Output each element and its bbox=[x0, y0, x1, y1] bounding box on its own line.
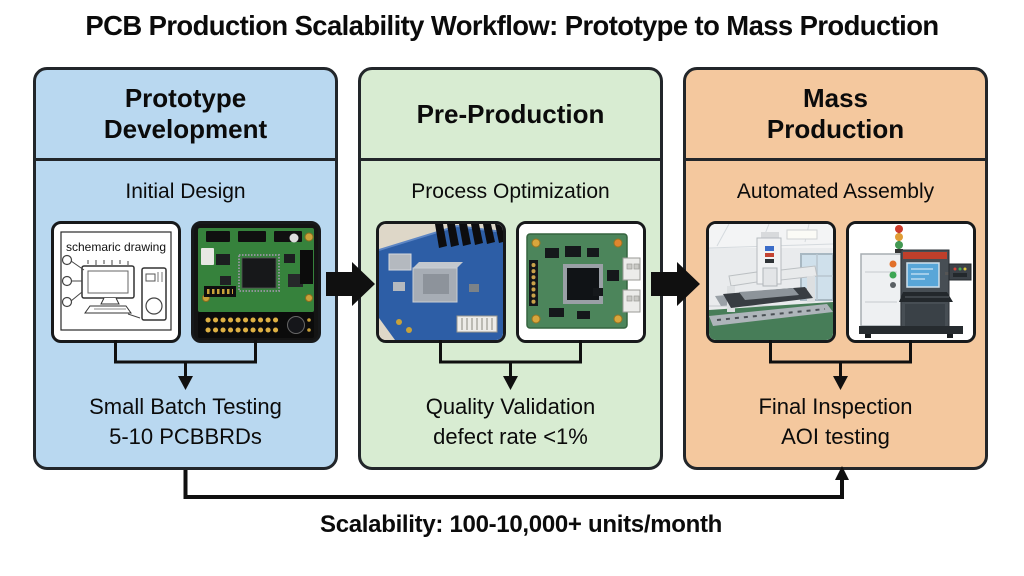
green-module-art bbox=[518, 224, 643, 340]
svg-text:schemaric drawing: schemaric drawing bbox=[65, 240, 165, 254]
stage-subtitle: Automated Assembly bbox=[736, 180, 935, 203]
stage-title: Prototype Development bbox=[36, 70, 335, 161]
aoi-inspection-machine-photo bbox=[845, 221, 976, 343]
stage-title-line: Production bbox=[766, 114, 905, 144]
stage-images bbox=[686, 221, 985, 343]
stage-result: Quality Validation defect rate <1% bbox=[361, 392, 660, 452]
stage-subtitle: Process Optimization bbox=[411, 180, 610, 203]
green-pcb-module-photo bbox=[515, 221, 646, 343]
stage-prototype-development: Prototype Development Initial Design sch… bbox=[33, 67, 338, 470]
stage-title-line: Prototype bbox=[124, 83, 247, 113]
stage-result-line: Quality Validation bbox=[425, 394, 596, 419]
stage-title: Pre-Production bbox=[361, 70, 660, 161]
stage-result-line: Small Batch Testing bbox=[89, 394, 282, 419]
schematic-drawing-art: schemaric drawing bbox=[59, 231, 172, 331]
stage-title: Mass Production bbox=[686, 70, 985, 161]
prototype-pcb-photo bbox=[190, 221, 321, 343]
blue-pcb-art bbox=[378, 224, 503, 340]
assembly-machine-photo bbox=[705, 221, 836, 343]
prototype-pcb-art bbox=[197, 228, 314, 338]
stage-title-line: Development bbox=[103, 114, 268, 144]
stage-result-line: AOI testing bbox=[781, 424, 890, 449]
scalability-label: Scalability: 100-10,000+ units/month bbox=[319, 511, 723, 538]
stage-pre-production: Pre-Production Process Optimization bbox=[358, 67, 663, 470]
stage-subtitle: Initial Design bbox=[125, 180, 246, 203]
stage-result: Small Batch Testing 5-10 PCBBRDs bbox=[36, 392, 335, 452]
stage-title-line: Mass bbox=[802, 83, 869, 113]
stage-result-line: defect rate <1% bbox=[433, 424, 588, 449]
stage-images: schemaric drawing bbox=[36, 221, 335, 343]
scalability-feedback-connector bbox=[183, 466, 849, 499]
stage-images bbox=[361, 221, 660, 343]
blue-pcb-closeup-photo bbox=[375, 221, 506, 343]
page-title: PCB Production Scalability Workflow: Pro… bbox=[85, 10, 939, 41]
stage-result: Final Inspection AOI testing bbox=[686, 392, 985, 452]
stage-result-line: Final Inspection bbox=[758, 394, 913, 419]
stage-mass-production: Mass Production Automated Assembly bbox=[683, 67, 988, 470]
assembly-machine-art bbox=[708, 224, 833, 340]
stage-title-line: Pre-Production bbox=[416, 98, 605, 129]
stage-result-line: 5-10 PCBBRDs bbox=[109, 424, 262, 449]
schematic-drawing-image: schemaric drawing bbox=[50, 221, 181, 343]
aoi-machine-art bbox=[848, 224, 973, 340]
